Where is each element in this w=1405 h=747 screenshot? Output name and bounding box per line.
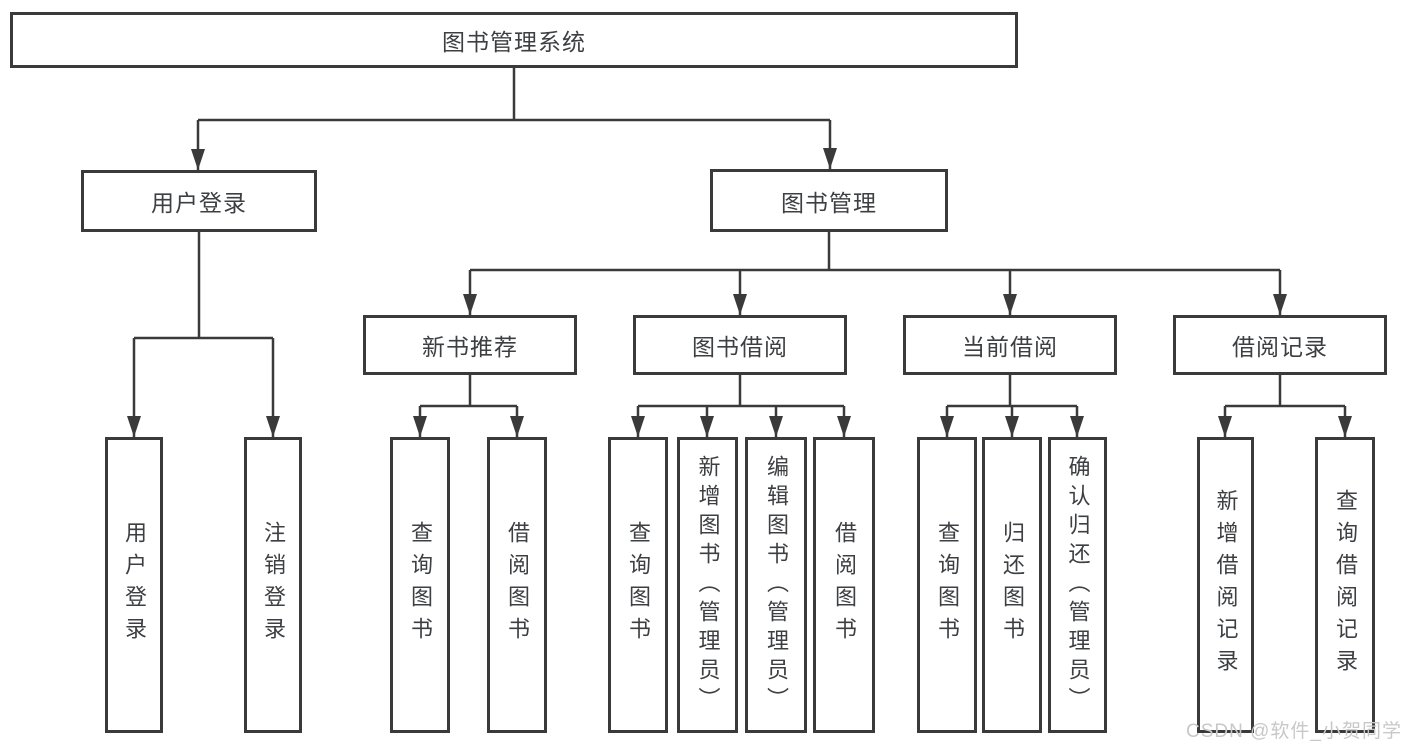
leaf-logout-label: 注销登录 bbox=[261, 521, 286, 649]
leaf-return-books-label: 归还图书 bbox=[1000, 521, 1025, 649]
leaf-return-books: 归还图书 bbox=[982, 437, 1042, 733]
leaf-query-books-current-label: 查询图书 bbox=[935, 521, 960, 649]
node-borrowing-records: 借阅记录 bbox=[1173, 315, 1387, 375]
leaf-add-borrow-record: 新增借阅记录 bbox=[1197, 437, 1254, 733]
leaf-add-book-admin: 新增图书（管理员） bbox=[677, 437, 738, 733]
leaf-logout: 注销登录 bbox=[244, 437, 302, 733]
leaf-borrow-books-borrowing: 借阅图书 bbox=[813, 437, 875, 733]
node-book-borrowing: 图书借阅 bbox=[633, 315, 847, 375]
node-book-management-label: 图书管理 bbox=[781, 189, 877, 216]
leaf-add-book-admin-label: 新增图书（管理员） bbox=[695, 454, 721, 716]
leaf-query-borrow-record-label: 查询借阅记录 bbox=[1333, 489, 1358, 681]
leaf-query-books-recommend: 查询图书 bbox=[390, 437, 450, 733]
node-book-borrowing-label: 图书借阅 bbox=[692, 334, 788, 360]
csdn-watermark: CSDN @软件_小贺同学 bbox=[1186, 721, 1402, 742]
leaf-query-books-borrowing-label: 查询图书 bbox=[626, 521, 651, 649]
node-current-borrowing: 当前借阅 bbox=[903, 315, 1117, 375]
node-new-book-recommend: 新书推荐 bbox=[363, 315, 577, 375]
leaf-edit-book-admin: 编辑图书（管理员） bbox=[745, 437, 807, 733]
leaf-edit-book-admin-label: 编辑图书（管理员） bbox=[764, 454, 789, 716]
node-book-management: 图书管理 bbox=[710, 169, 948, 232]
leaf-query-books-borrowing: 查询图书 bbox=[608, 437, 668, 733]
node-user-login-label: 用户登录 bbox=[151, 190, 247, 216]
leaf-confirm-return-admin: 确认归还（管理员） bbox=[1048, 437, 1107, 733]
leaf-query-borrow-record: 查询借阅记录 bbox=[1315, 437, 1375, 733]
node-user-login: 用户登录 bbox=[81, 170, 317, 232]
node-new-book-recommend-label: 新书推荐 bbox=[422, 334, 518, 360]
leaf-borrow-books-recommend-label: 借阅图书 bbox=[505, 521, 530, 649]
leaf-user-login: 用户登录 bbox=[105, 437, 163, 733]
leaf-query-books-recommend-label: 查询图书 bbox=[408, 521, 433, 649]
node-current-borrowing-label: 当前借阅 bbox=[962, 334, 1058, 360]
leaf-query-books-current: 查询图书 bbox=[917, 437, 977, 733]
node-root-system-label: 图书管理系统 bbox=[442, 29, 586, 55]
leaf-confirm-return-admin-label: 确认归还（管理员） bbox=[1065, 454, 1091, 716]
node-borrowing-records-label: 借阅记录 bbox=[1232, 334, 1328, 360]
node-root-system: 图书管理系统 bbox=[10, 12, 1018, 68]
leaf-user-login-label: 用户登录 bbox=[122, 521, 147, 649]
leaf-add-borrow-record-label: 新增借阅记录 bbox=[1213, 489, 1239, 681]
leaf-borrow-books-borrowing-label: 借阅图书 bbox=[832, 521, 857, 649]
leaf-borrow-books-recommend: 借阅图书 bbox=[487, 437, 547, 733]
